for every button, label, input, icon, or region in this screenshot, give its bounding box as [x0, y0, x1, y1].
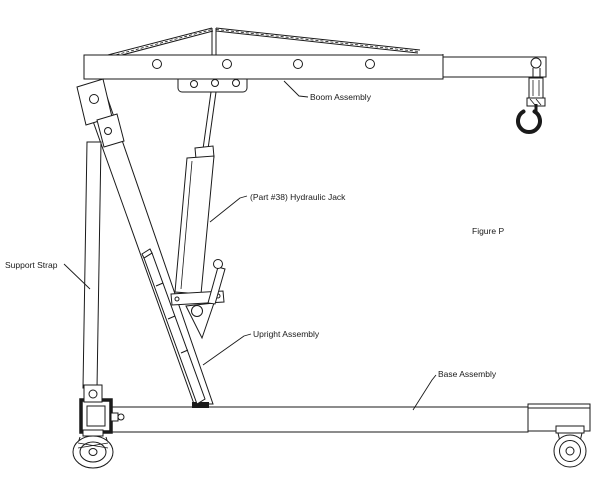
leader-base	[412, 374, 437, 411]
support-strap-part	[82, 141, 103, 403]
handle-socket	[207, 266, 226, 305]
boom-pivot-brackets	[76, 78, 125, 148]
leader-lines	[63, 80, 437, 411]
label-hydraulic-jack: (Part #38) Hydraulic Jack	[250, 192, 346, 202]
leader-support-strap	[63, 263, 91, 290]
upright-foot	[192, 402, 209, 408]
caster-right	[553, 425, 587, 468]
boom-assembly-part	[76, 27, 547, 148]
boom-extension	[442, 56, 547, 78]
base-assembly-part	[79, 398, 591, 434]
leader-boom	[283, 80, 309, 98]
caster-left	[72, 429, 114, 469]
leader-upright	[202, 333, 252, 366]
lift-hook	[516, 68, 546, 134]
pump-handle	[141, 248, 206, 405]
label-figure-title: Figure P	[472, 226, 504, 236]
label-boom-assembly: Boom Assembly	[310, 92, 372, 102]
label-support-strap: Support Strap	[5, 260, 58, 270]
leader-jack	[209, 195, 248, 223]
label-base-assembly: Base Assembly	[438, 369, 497, 379]
receiver-socket	[79, 398, 113, 434]
label-upright-assembly: Upright Assembly	[253, 329, 320, 339]
lock-knob	[110, 412, 119, 422]
boom-tension-rod	[99, 27, 421, 61]
hydraulic-jack-part	[170, 91, 226, 340]
